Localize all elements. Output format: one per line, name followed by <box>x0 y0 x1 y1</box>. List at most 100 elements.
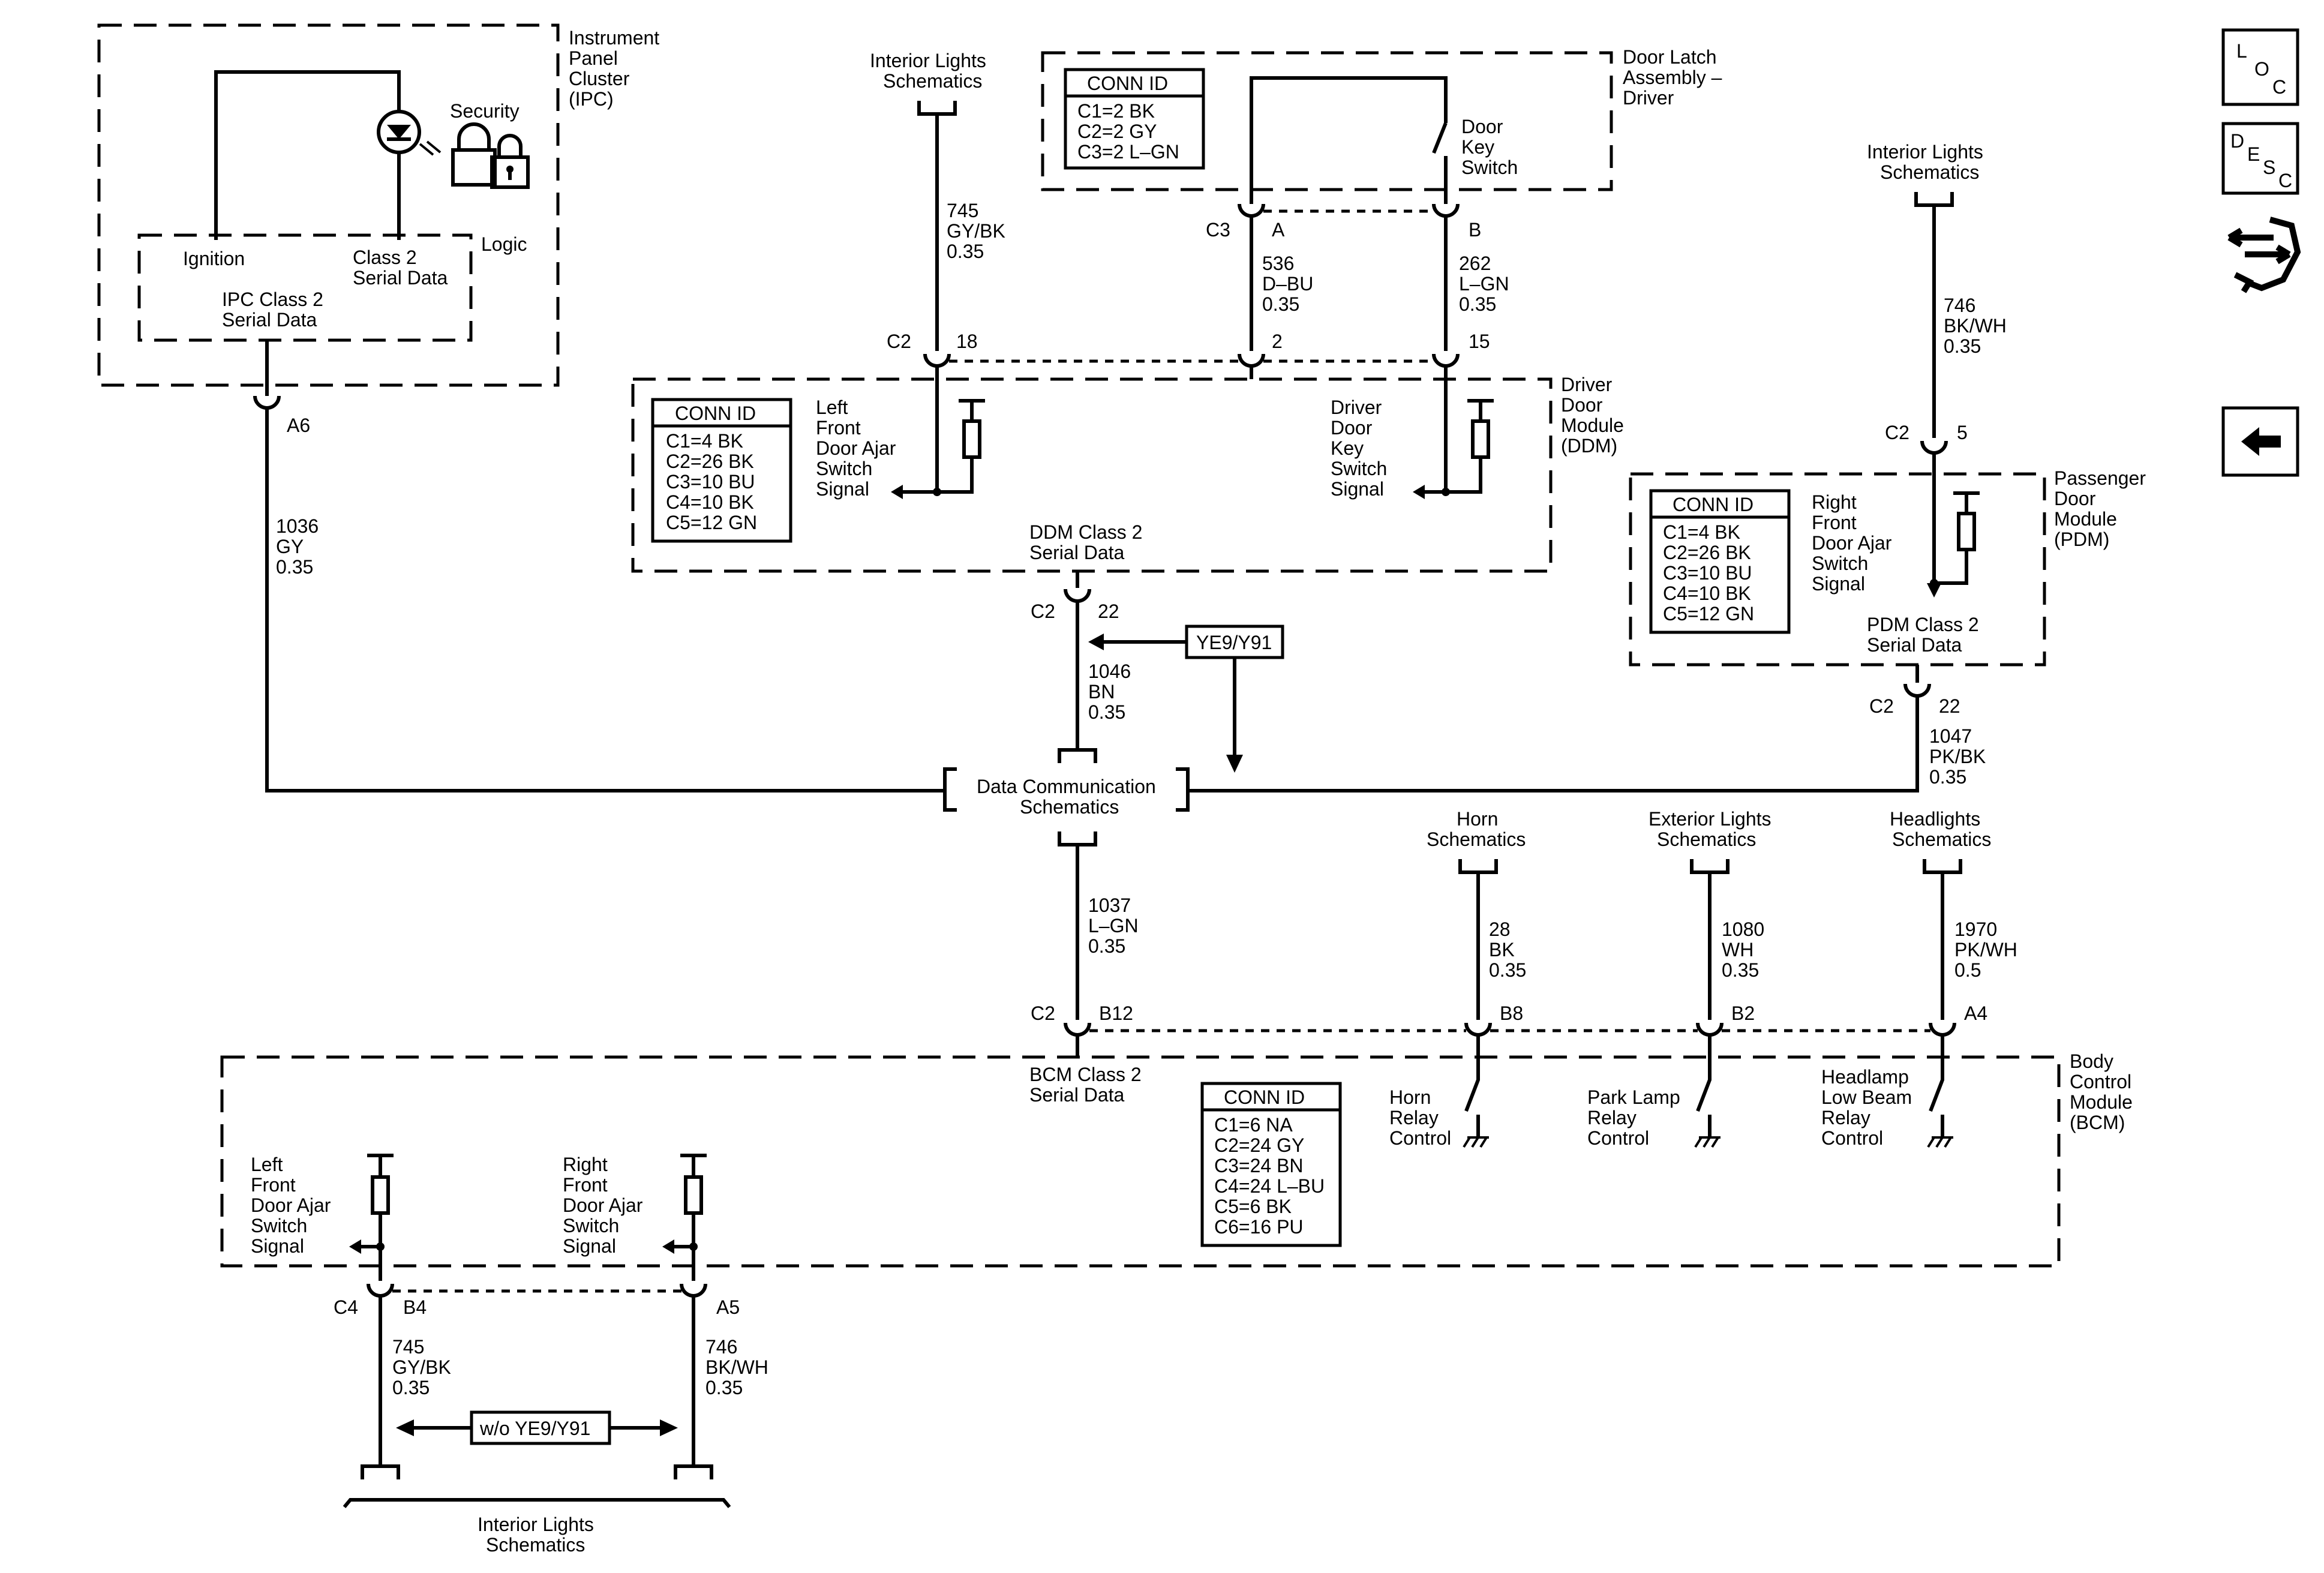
svg-text:Instrument: Instrument <box>569 27 659 49</box>
bcm-left-pullup-resistor: Left Front Door Ajar Switch Signal <box>251 1154 394 1281</box>
svg-text:18: 18 <box>956 331 978 352</box>
svg-text:C1=2 BK: C1=2 BK <box>1077 100 1155 122</box>
led-indicator-icon <box>377 110 442 156</box>
headlamp-relay-switch: Headlamp Low Beam Relay Control <box>1821 1035 1953 1149</box>
svg-text:0.35: 0.35 <box>1929 766 1966 788</box>
svg-text:Door Latch: Door Latch <box>1623 46 1717 68</box>
svg-text:0.35: 0.35 <box>1088 701 1125 723</box>
svg-text:Left: Left <box>251 1154 283 1175</box>
svg-text:S: S <box>2263 157 2275 178</box>
svg-text:Door Ajar: Door Ajar <box>1812 532 1892 554</box>
svg-text:Front: Front <box>816 417 861 439</box>
svg-text:C4=10 BK: C4=10 BK <box>666 491 754 513</box>
interior-lights-ref-top[interactable]: Interior Lights Schematics <box>870 50 986 116</box>
svg-text:A4: A4 <box>1964 1002 1987 1024</box>
door-latch-conn-id: CONN ID C1=2 BK C2=2 GY C3=2 L–GN <box>1064 68 1205 170</box>
pdm-connector-c2-top: C2 <box>1885 422 1909 443</box>
horn-ref[interactable]: Horn Schematics <box>1427 808 1526 874</box>
park-lamp-relay-switch: Park Lamp Relay Control <box>1587 1035 1721 1149</box>
svg-text:745: 745 <box>947 200 978 221</box>
svg-text:Module: Module <box>2054 508 2117 530</box>
svg-text:Schematics: Schematics <box>883 70 982 92</box>
svg-text:C2=2 GY: C2=2 GY <box>1077 121 1157 142</box>
svg-text:0.35: 0.35 <box>392 1377 430 1398</box>
door-key-switch-icon <box>1432 122 1448 154</box>
svg-text:O: O <box>2254 58 2269 80</box>
security-lock-icon <box>451 122 530 189</box>
svg-text:Headlamp: Headlamp <box>1821 1066 1909 1088</box>
svg-text:Cluster: Cluster <box>569 68 630 89</box>
svg-text:Switch: Switch <box>816 458 872 479</box>
svg-text:1080: 1080 <box>1722 918 1764 940</box>
svg-text:Body: Body <box>2070 1050 2113 1072</box>
svg-text:Schematics: Schematics <box>1020 796 1119 818</box>
wire-28-label: 28 BK 0.35 <box>1489 918 1526 981</box>
svg-text:C6=16 PU: C6=16 PU <box>1214 1216 1304 1238</box>
svg-text:Door: Door <box>1331 417 1373 439</box>
door-latch-module: Door Latch Assembly – Driver CONN ID C1=… <box>1041 46 1722 191</box>
svg-text:Switch: Switch <box>563 1215 619 1236</box>
svg-text:Schematics: Schematics <box>1427 828 1526 850</box>
svg-text:Horn: Horn <box>1389 1086 1431 1108</box>
headlights-ref[interactable]: Headlights Schematics <box>1890 808 1991 874</box>
wire-746-top-label: 746 BK/WH 0.35 <box>1944 295 2007 357</box>
ddm-key-pullup-resistor <box>1413 399 1494 499</box>
desc-button[interactable]: D E S C <box>2221 122 2299 195</box>
ddm-conn-id: CONN ID C1=4 BK C2=26 BK C3=10 BU C4=10 … <box>651 398 792 543</box>
svg-text:Module: Module <box>1561 415 1624 436</box>
svg-text:Key: Key <box>1461 136 1494 158</box>
wire-1080-label: 1080 WH 0.35 <box>1722 918 1764 981</box>
svg-text:DDM Class 2: DDM Class 2 <box>1029 521 1142 543</box>
svg-text:Serial Data: Serial Data <box>1029 542 1125 563</box>
svg-text:Front: Front <box>251 1174 296 1196</box>
exterior-lights-ref[interactable]: Exterior Lights Schematics <box>1649 808 1771 874</box>
svg-text:Control: Control <box>2070 1071 2131 1092</box>
svg-text:Serial Data: Serial Data <box>353 267 448 289</box>
svg-text:262: 262 <box>1459 253 1491 274</box>
svg-text:1047: 1047 <box>1929 725 1972 747</box>
data-communication-ref[interactable]: Data Communication Schematics <box>943 767 1190 818</box>
loc-button[interactable]: L O C <box>2221 28 2299 106</box>
interior-lights-ref-right[interactable]: Interior Lights Schematics <box>1867 141 1983 207</box>
svg-text:CONN ID: CONN ID <box>1224 1086 1305 1108</box>
svg-text:Module: Module <box>2070 1091 2133 1113</box>
svg-text:Interior Lights: Interior Lights <box>870 50 986 71</box>
svg-text:C5=12 GN: C5=12 GN <box>1663 603 1754 625</box>
svg-text:L–GN: L–GN <box>1088 915 1139 936</box>
svg-text:Key: Key <box>1331 437 1364 459</box>
interior-lights-ref-bottom[interactable]: Interior Lights Schematics <box>343 1498 731 1556</box>
svg-text:5: 5 <box>1957 422 1968 443</box>
svg-text:22: 22 <box>1098 601 1119 622</box>
wire-536-label: 536 D–BU 0.35 <box>1262 253 1313 315</box>
svg-text:Door: Door <box>2054 488 2096 509</box>
back-arrow-icon[interactable] <box>2221 406 2299 477</box>
wire-1037-label: 1037 L–GN 0.35 <box>1088 894 1139 957</box>
svg-text:BK/WH: BK/WH <box>705 1356 768 1378</box>
svg-text:Door: Door <box>1561 394 1603 416</box>
svg-text:C1=4 BK: C1=4 BK <box>666 430 743 452</box>
svg-text:0.35: 0.35 <box>947 241 984 262</box>
svg-text:CONN ID: CONN ID <box>675 403 756 424</box>
bcm-connector-c4: C4 <box>334 1296 358 1318</box>
svg-text:C1=4 BK: C1=4 BK <box>1663 521 1740 543</box>
wire-1046-label: 1046 BN 0.35 <box>1088 661 1131 723</box>
svg-text:GY/BK: GY/BK <box>947 220 1005 242</box>
svg-text:B8: B8 <box>1500 1002 1523 1024</box>
svg-text:Data Communication: Data Communication <box>977 776 1156 797</box>
svg-text:C3=2 L–GN: C3=2 L–GN <box>1077 141 1179 163</box>
ipc-serial-label: IPC Class 2 <box>222 289 323 310</box>
svg-text:C3=24 BN: C3=24 BN <box>1214 1155 1304 1176</box>
svg-text:746: 746 <box>705 1336 737 1358</box>
connector-icon[interactable] <box>2227 217 2301 293</box>
svg-text:C: C <box>2272 76 2286 98</box>
svg-text:Signal: Signal <box>816 478 869 500</box>
svg-text:Driver: Driver <box>1623 87 1674 109</box>
svg-text:Park Lamp: Park Lamp <box>1587 1086 1680 1108</box>
svg-text:Signal: Signal <box>1331 478 1384 500</box>
svg-text:Driver: Driver <box>1331 397 1382 418</box>
ignition-label: Ignition <box>183 248 245 269</box>
connector-c3: C3 <box>1206 219 1230 241</box>
svg-text:L: L <box>2236 40 2247 62</box>
ddm-module: Driver Door Module (DDM) CONN ID C1=4 BK… <box>631 374 1624 573</box>
svg-text:Horn: Horn <box>1457 808 1498 830</box>
